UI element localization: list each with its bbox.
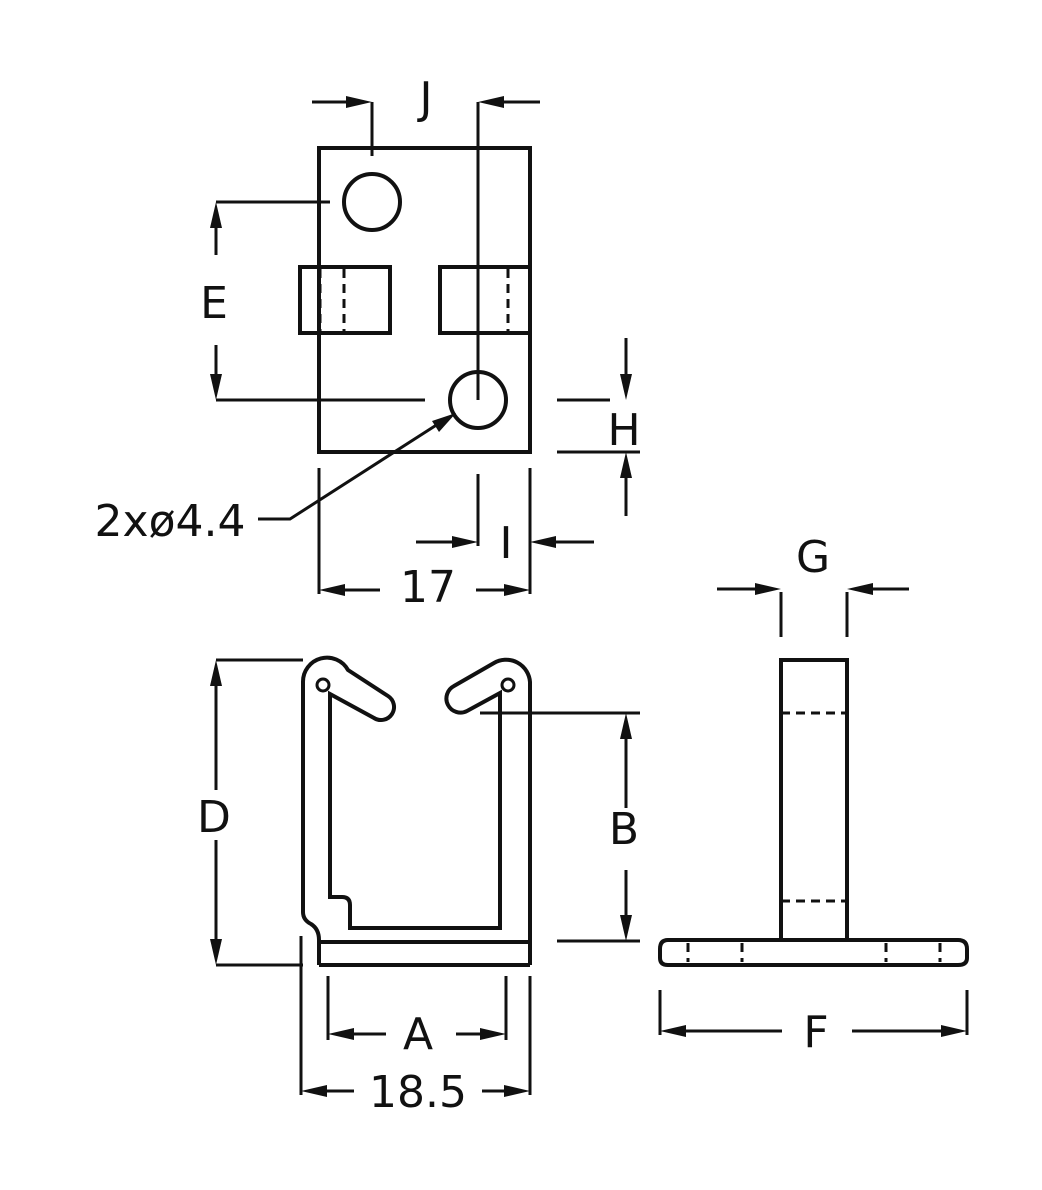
dim-label-e: E	[200, 278, 228, 329]
side-view	[658, 583, 969, 1037]
dim-label-h: H	[607, 405, 640, 456]
front-view	[210, 655, 640, 1097]
dim-label-a: A	[403, 1009, 433, 1060]
dim-label-f: F	[803, 1007, 828, 1058]
front-view-outline	[300, 655, 532, 944]
dim-label-j: J	[417, 73, 433, 124]
mounting-hole-upper	[342, 172, 402, 232]
slot-left	[298, 265, 392, 335]
dim-label-g: G	[796, 532, 830, 583]
side-view-upright	[779, 658, 849, 942]
side-view-base	[658, 938, 969, 967]
dim-label-i: I	[500, 518, 513, 569]
dim-label-18-5: 18.5	[369, 1067, 467, 1118]
dim-label-d: D	[197, 792, 231, 843]
hinge-pin-left	[315, 677, 331, 693]
slot-right	[438, 265, 532, 335]
top-view-outline	[317, 146, 532, 454]
hinge-pin-right	[500, 677, 516, 693]
hole-spec-label: 2xø4.4	[95, 496, 246, 547]
top-view	[210, 96, 640, 596]
dim-label-17: 17	[400, 562, 456, 613]
dim-label-b: B	[609, 804, 639, 855]
